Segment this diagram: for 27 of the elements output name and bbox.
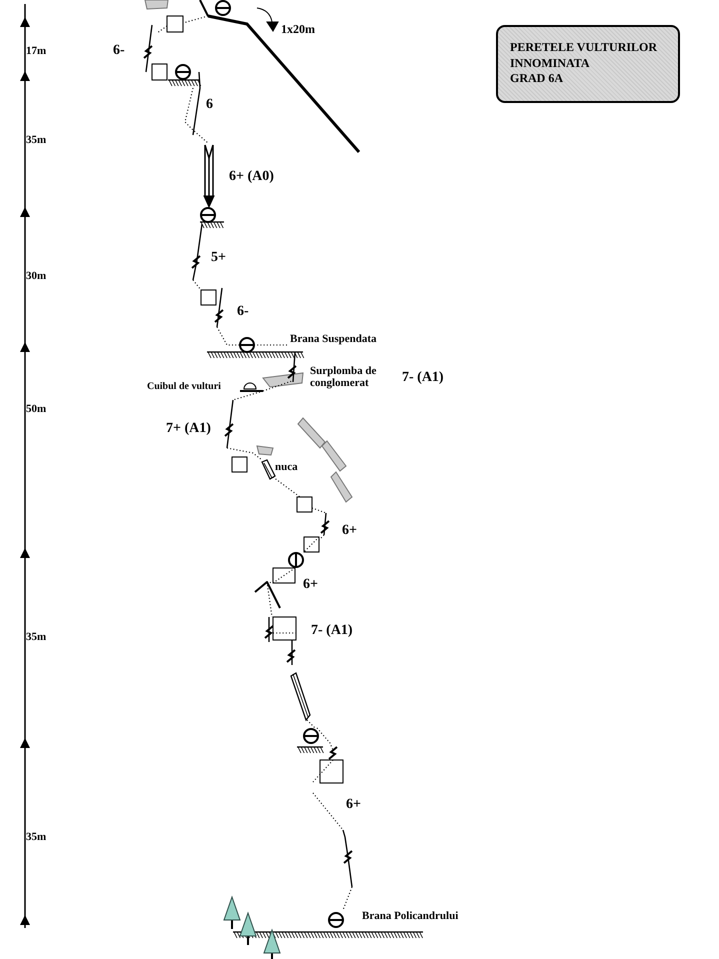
rappel-length: 1x20m [281, 23, 315, 36]
pitch-length: 35m [26, 832, 46, 844]
grade-label: 7- (A1) [311, 624, 353, 639]
place-label: Brana Suspendata [290, 334, 377, 346]
place-label: Surplomba de conglomerat [310, 366, 378, 390]
wall-name: PERETELE VULTURILOR [510, 40, 658, 56]
grade-label: 6+ (A0) [229, 170, 274, 185]
grade-label: 6- [113, 44, 125, 59]
route-name: INNOMINATA [510, 56, 591, 71]
pitch-length: 35m [26, 134, 46, 146]
grade-label: 7- (A1) [402, 371, 444, 386]
grade-label: 6+ [303, 578, 318, 593]
grade-label: 6 [206, 98, 213, 113]
pitch-length: 17m [26, 46, 46, 58]
grade-label: 6+ [346, 798, 361, 813]
route-grade: GRAD 6A [510, 71, 564, 86]
pitch-length: 30m [26, 270, 46, 282]
grade-label: 7+ (A1) [166, 422, 211, 437]
grade-label: 5+ [211, 251, 226, 266]
route-info-box [496, 25, 680, 103]
place-label: Cuibul de vulturi [147, 382, 221, 392]
grade-label: 6- [237, 305, 249, 320]
gear-label: nuca [275, 462, 298, 474]
grade-label: 6+ [342, 524, 357, 539]
place-label: Brana Policandrului [362, 910, 458, 922]
pitch-length: 50m [26, 404, 46, 416]
pitch-length: 35m [26, 632, 46, 644]
